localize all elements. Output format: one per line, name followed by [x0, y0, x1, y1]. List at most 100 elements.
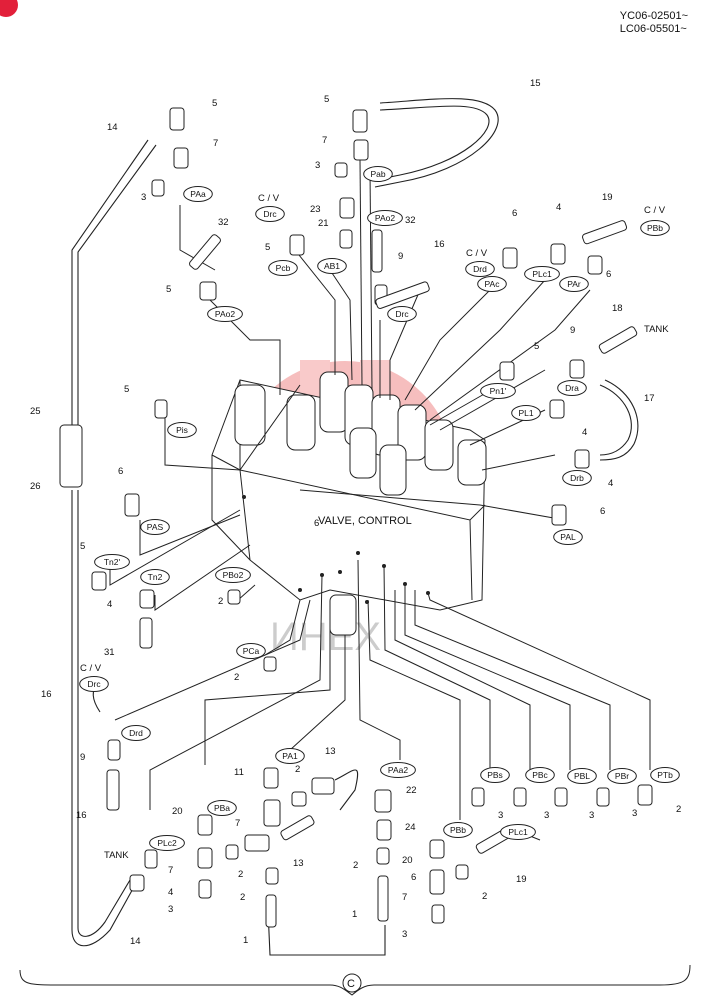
port-label-pao2: PAo2: [215, 309, 235, 319]
callout-n9c: 9: [80, 752, 85, 763]
port-oval-pcb: [268, 260, 298, 276]
port-label-drc2: Drc: [395, 309, 409, 319]
port-oval-par: [559, 276, 589, 292]
port-oval-pbr: [607, 768, 637, 784]
port-oval-drc2: [387, 306, 417, 322]
callout-n3d: 3: [402, 929, 407, 940]
port-oval-pal: [553, 529, 583, 545]
callout-n16a: 16: [434, 239, 445, 250]
port-label-paa2: PAa2: [388, 765, 408, 775]
callout-n3a: 3: [141, 192, 146, 203]
port-oval-ab1: [317, 258, 347, 274]
callout-n13b: 13: [293, 858, 304, 869]
callout-n16c: 16: [76, 810, 87, 821]
serial-range-2: LC06-05501~: [619, 23, 687, 35]
callout-cv1: C / V: [258, 193, 280, 204]
port-label-plc1: PLc1: [532, 269, 552, 279]
callout-n2g: 2: [482, 891, 487, 902]
callout-n5e: 5: [534, 341, 539, 352]
port-label-ptb: PTb: [657, 770, 673, 780]
callout-n5a: 5: [212, 98, 217, 109]
callout-n3f: 3: [544, 810, 549, 821]
port-label-paa: PAa: [190, 189, 206, 199]
callout-n16b: 16: [41, 689, 52, 700]
callout-n3g: 3: [589, 810, 594, 821]
callout-n6d: 6: [118, 466, 123, 477]
callout-n1b: 1: [243, 935, 248, 946]
callout-n2e: 2: [238, 869, 243, 880]
callout-n2d: 2: [353, 860, 358, 871]
port-oval-tn2p: [94, 554, 130, 570]
port-oval-pis: [167, 422, 197, 438]
port-label-drb: Drb: [570, 473, 584, 483]
port-label-pis: Pis: [176, 425, 188, 435]
port-label-pa1: PA1: [282, 751, 298, 761]
footer-symbol: C: [347, 978, 355, 990]
port-label-pba: PBa: [214, 803, 230, 813]
callout-n3e: 3: [498, 810, 503, 821]
callout-n7a: 7: [213, 138, 218, 149]
port-label-pbb2: PBb: [450, 825, 466, 835]
port-label-pl1: PL1: [518, 408, 533, 418]
callout-n20a: 20: [172, 806, 183, 817]
callout-n3h: 3: [632, 808, 637, 819]
port-label-ab1: AB1: [324, 261, 340, 271]
callout-n9b: 9: [570, 325, 575, 336]
port-label-pao2b: PAo2: [375, 213, 395, 223]
port-oval-plc1b: [500, 824, 536, 840]
svg-text:6: 6: [314, 518, 319, 529]
port-oval-drb: [562, 470, 592, 486]
port-oval-pbo2: [215, 567, 251, 583]
callout-n5d: 5: [166, 284, 171, 295]
port-oval-pab: [363, 166, 393, 182]
port-label-plc1b: PLc1: [508, 827, 528, 837]
port-oval-tn2: [140, 569, 170, 585]
port-label-pcb: Pcb: [276, 263, 291, 273]
callout-n2b: 2: [234, 672, 239, 683]
port-oval-pas: [140, 519, 170, 535]
port-oval-pac: [477, 276, 507, 292]
port-oval-pn1: [480, 383, 516, 399]
callout-n6a: 6: [512, 208, 517, 219]
port-label-plc2: PLc2: [157, 838, 177, 848]
footer-circle: [342, 973, 362, 993]
callout-n6c: 6: [600, 506, 605, 517]
port-oval-drd: [465, 261, 495, 277]
port-oval-pbl: [567, 768, 597, 784]
port-oval-pbb2: [443, 822, 473, 838]
callout-n2h: 2: [676, 804, 681, 815]
port-label-pal: PAL: [560, 532, 576, 542]
callout-n21: 21: [318, 218, 329, 229]
port-oval-paa: [183, 186, 213, 202]
callout-n11: 11: [234, 767, 244, 778]
callout-n19b: 19: [516, 874, 527, 885]
port-label-pbr: PBr: [615, 771, 629, 781]
callout-n5c: 5: [265, 242, 270, 253]
callout-n26: 26: [30, 481, 41, 492]
port-label-pas: PAS: [147, 522, 164, 532]
callout-n14b: 14: [130, 936, 141, 947]
serial-range-1: YC06-02501~: [619, 10, 688, 22]
callout-n5g: 5: [80, 541, 85, 552]
callout-n4b: 4: [582, 427, 587, 438]
control-valve-body: VALVE, CONTROL 6: [211, 371, 487, 636]
callout-n32a: 32: [218, 217, 229, 228]
port-oval-pbs: [480, 767, 510, 783]
port-oval-pca: [236, 643, 266, 659]
port-label-par: PAr: [567, 279, 581, 289]
callout-n7d: 7: [168, 865, 173, 876]
callout-n9a: 9: [398, 251, 403, 262]
callout-n4c: 4: [608, 478, 613, 489]
port-label-tn2: Tn2: [148, 572, 163, 582]
port-oval-pl1: [511, 405, 541, 421]
callout-n4e: 4: [168, 887, 173, 898]
callout-n23: 23: [310, 204, 321, 215]
callout-cv2: C / V: [466, 248, 488, 259]
port-oval-drc3: [79, 676, 109, 692]
fittings: [59, 107, 653, 928]
port-oval-drc: [255, 206, 285, 222]
callout-n1a: 1: [352, 909, 357, 920]
corner-marker-icon: [0, 0, 18, 17]
callout-n18: 18: [612, 303, 623, 314]
callout-n2f: 2: [240, 892, 245, 903]
